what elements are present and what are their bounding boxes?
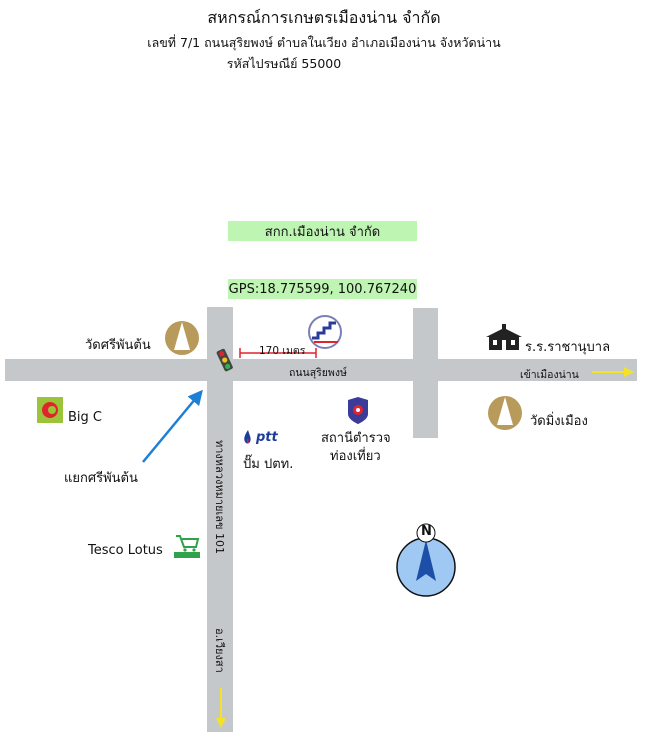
label-ptt-logo: ptt bbox=[256, 430, 278, 445]
label-wat-sriphanton: วัดศรีพันต้น bbox=[85, 338, 151, 353]
label-distance: 170 เมตร bbox=[259, 345, 306, 357]
school-icon bbox=[486, 324, 522, 350]
police-badge-icon bbox=[348, 397, 368, 424]
postcode-line: รหัสไปรษณีย์ 55000 bbox=[226, 56, 342, 71]
address-line: เลขที่ 7/1 ถนนสุริยพงษ์ ตำบลในเวียง อำเภ… bbox=[147, 35, 501, 50]
label-highway-101: ทางหลวงหมายเลข 101 bbox=[213, 440, 226, 554]
label-ptt: ปั๊ม ปตท. bbox=[243, 457, 294, 472]
label-wat-ming-muang: วัดมิ่งเมือง bbox=[530, 414, 588, 429]
page-title: สหกรณ์การเกษตรเมืองน่าน จำกัด bbox=[207, 8, 441, 27]
label-bigc: Big C bbox=[68, 410, 102, 425]
label-school: ร.ร.ราชานุบาล bbox=[525, 340, 611, 355]
temple-icon-sriphanton bbox=[165, 321, 199, 355]
label-to-wiang-sa: อ.เวียงสา bbox=[213, 628, 226, 673]
bigc-logo-icon bbox=[37, 397, 63, 423]
ptt-logo-icon bbox=[244, 430, 251, 444]
traffic-light-icon bbox=[216, 348, 233, 372]
tesco-cart-icon bbox=[174, 535, 200, 558]
road-suriyaphong bbox=[5, 359, 637, 381]
label-police-line2: ท่องเที่ยว bbox=[330, 449, 381, 464]
label-road-suriyaphong: ถนนสุริยพงษ์ bbox=[289, 367, 347, 379]
label-to-city: เข้าเมืองน่าน bbox=[520, 369, 579, 381]
label-compass-n: N bbox=[421, 524, 432, 539]
cooperative-logo-icon bbox=[308, 315, 342, 349]
road-highway-101 bbox=[207, 307, 233, 732]
name-box: สกก.เมืองน่าน จำกัด bbox=[228, 221, 417, 241]
compass-icon bbox=[396, 523, 456, 597]
gps-box: GPS:18.775599, 100.767240 bbox=[228, 279, 417, 299]
distance-marker bbox=[239, 348, 317, 358]
label-tesco: Tesco Lotus bbox=[88, 543, 163, 558]
intersection-arrow bbox=[142, 389, 203, 463]
label-intersection: แยกศรีพันต้น bbox=[64, 471, 138, 486]
temple-icon-ming-muang bbox=[488, 396, 522, 430]
road-side-street bbox=[413, 308, 438, 438]
label-police-line1: สถานีตำรวจ bbox=[321, 431, 391, 446]
